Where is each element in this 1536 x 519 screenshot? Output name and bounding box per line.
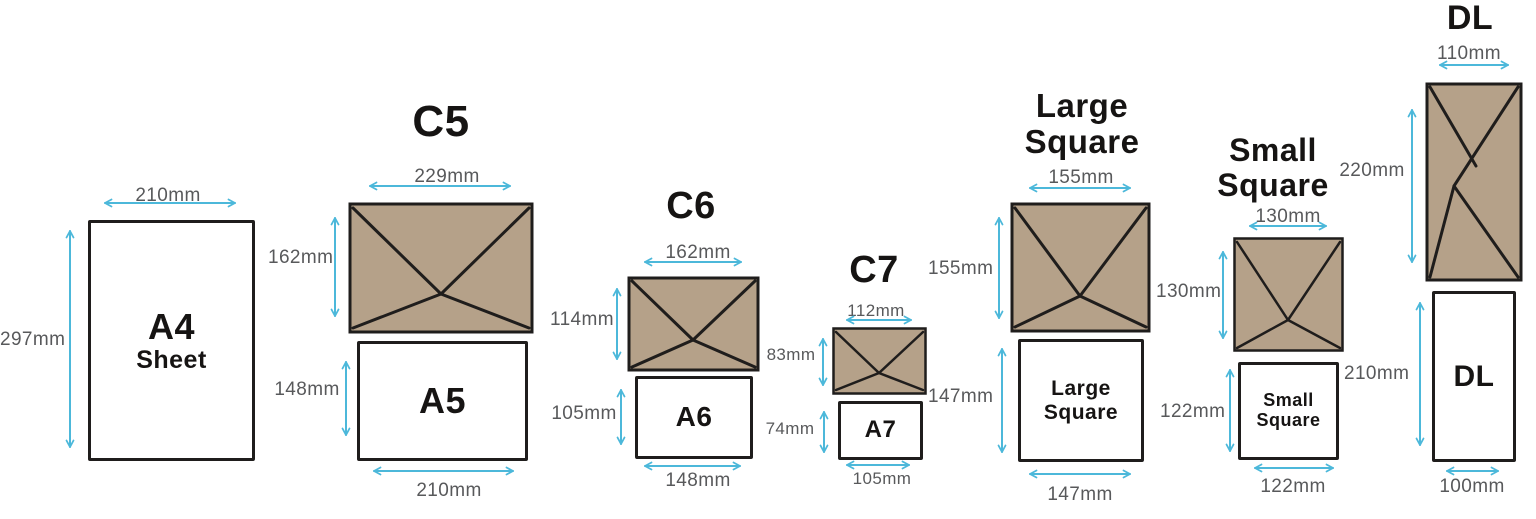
large-square-title: Large Square — [1000, 88, 1164, 159]
c6-envelope-height-label: 114mm — [550, 309, 614, 330]
c7-envelope-width-label: 112mm — [847, 301, 905, 320]
c5-insert-sheet: A5 — [357, 341, 528, 461]
small-square-insert-label-line2: Square — [1256, 410, 1321, 430]
c7-insert-width-arrow — [846, 460, 910, 470]
a4-sheet: A4 Sheet — [88, 220, 255, 461]
a4-width-arrow — [104, 198, 236, 208]
c6-envelope-height-arrow — [612, 288, 622, 360]
dl-title: DL — [1446, 0, 1494, 37]
c6-title: C6 — [666, 185, 716, 227]
dl-envelope-height-arrow — [1407, 109, 1417, 263]
small-square-insert-sheet: Small Square — [1238, 362, 1339, 460]
c7-envelope-width-arrow — [846, 315, 912, 325]
large-square-insert-sheet: Large Square — [1018, 339, 1144, 462]
a4-height-label: 297mm — [0, 329, 66, 350]
large-square-insert-label-line2: Square — [1043, 400, 1119, 424]
c6-insert-width-label: 148mm — [665, 470, 731, 491]
c7-insert-sheet: A7 — [838, 401, 923, 460]
c6-insert-label: A6 — [675, 401, 713, 433]
c5-envelope-height-label: 162mm — [268, 247, 334, 268]
large-square-envelope-width-arrow — [1029, 183, 1131, 193]
c6-insert-height-label: 105mm — [551, 403, 617, 424]
large-square-title-line1: Large — [1035, 87, 1129, 124]
small-square-envelope-width-arrow — [1249, 221, 1327, 231]
small-square-envelope-height-label: 130mm — [1156, 281, 1222, 302]
dl-envelope-width-label: 110mm — [1437, 43, 1501, 64]
c7-title: C7 — [849, 249, 899, 291]
small-square-envelope — [1233, 237, 1344, 352]
c7-insert-width-label: 105mm — [852, 469, 912, 488]
small-square-title: Small Square — [1191, 133, 1355, 202]
small-square-envelope-width-label: 130mm — [1255, 206, 1321, 227]
c7-envelope-height-label: 83mm — [766, 345, 816, 364]
c6-envelope — [627, 276, 760, 372]
c5-envelope-width-arrow — [369, 181, 511, 191]
c6-insert-width-arrow — [644, 461, 741, 471]
small-square-title-line2: Square — [1217, 166, 1329, 203]
a4-sheet-label: A4 — [147, 305, 196, 347]
large-square-insert-label-line1: Large — [1051, 377, 1111, 401]
c7-insert-label: A7 — [864, 416, 897, 444]
large-square-insert-width-arrow — [1029, 469, 1131, 479]
c6-insert-sheet: A6 — [635, 376, 753, 459]
c5-title: C5 — [412, 97, 470, 146]
dl-envelope-width-arrow — [1439, 60, 1509, 70]
large-square-envelope — [1010, 202, 1151, 333]
c5-envelope-width-label: 229mm — [414, 166, 480, 187]
dl-insert-sheet: DL — [1432, 291, 1516, 462]
dl-insert-label: DL — [1453, 360, 1495, 393]
c5-envelope-height-arrow — [330, 217, 340, 317]
dl-insert-width-arrow — [1446, 466, 1499, 476]
large-square-insert-height-label: 147mm — [928, 386, 994, 407]
small-square-insert-height-arrow — [1225, 369, 1235, 452]
dl-envelope-height-label: 220mm — [1339, 160, 1405, 181]
c7-envelope — [832, 327, 927, 395]
large-square-title-line2: Square — [1024, 122, 1140, 160]
a4-sheet-sublabel: Sheet — [136, 345, 207, 374]
c5-insert-height-arrow — [341, 361, 351, 436]
small-square-insert-height-label: 122mm — [1160, 401, 1226, 422]
c6-envelope-width-arrow — [644, 257, 742, 267]
c7-envelope-height-arrow — [818, 338, 828, 386]
dl-insert-width-label: 100mm — [1439, 476, 1505, 497]
c5-insert-width-arrow — [373, 466, 514, 476]
small-square-insert-label-line1: Small — [1263, 390, 1314, 411]
large-square-envelope-height-arrow — [994, 217, 1004, 319]
large-square-envelope-width-label: 155mm — [1048, 167, 1114, 188]
c5-insert-height-label: 148mm — [274, 379, 340, 400]
large-square-insert-height-arrow — [997, 348, 1007, 453]
c5-insert-width-label: 210mm — [416, 480, 482, 501]
large-square-insert-width-label: 147mm — [1047, 484, 1113, 505]
c6-envelope-width-label: 162mm — [665, 242, 731, 263]
small-square-insert-width-arrow — [1254, 463, 1334, 473]
c5-envelope — [348, 202, 534, 334]
c5-insert-label: A5 — [418, 380, 467, 422]
dl-insert-height-arrow — [1415, 302, 1425, 446]
c7-insert-height-arrow — [819, 411, 829, 453]
a4-height-arrow — [65, 230, 75, 448]
small-square-title-line1: Small — [1229, 132, 1317, 168]
dl-insert-height-label: 210mm — [1344, 363, 1410, 384]
c7-insert-height-label: 74mm — [765, 419, 815, 438]
c6-insert-height-arrow — [616, 389, 626, 445]
large-square-envelope-height-label: 155mm — [928, 258, 994, 279]
dl-envelope — [1425, 82, 1523, 282]
a4-width-label: 210mm — [135, 185, 201, 206]
small-square-envelope-height-arrow — [1218, 251, 1228, 339]
small-square-insert-width-label: 122mm — [1260, 476, 1326, 497]
